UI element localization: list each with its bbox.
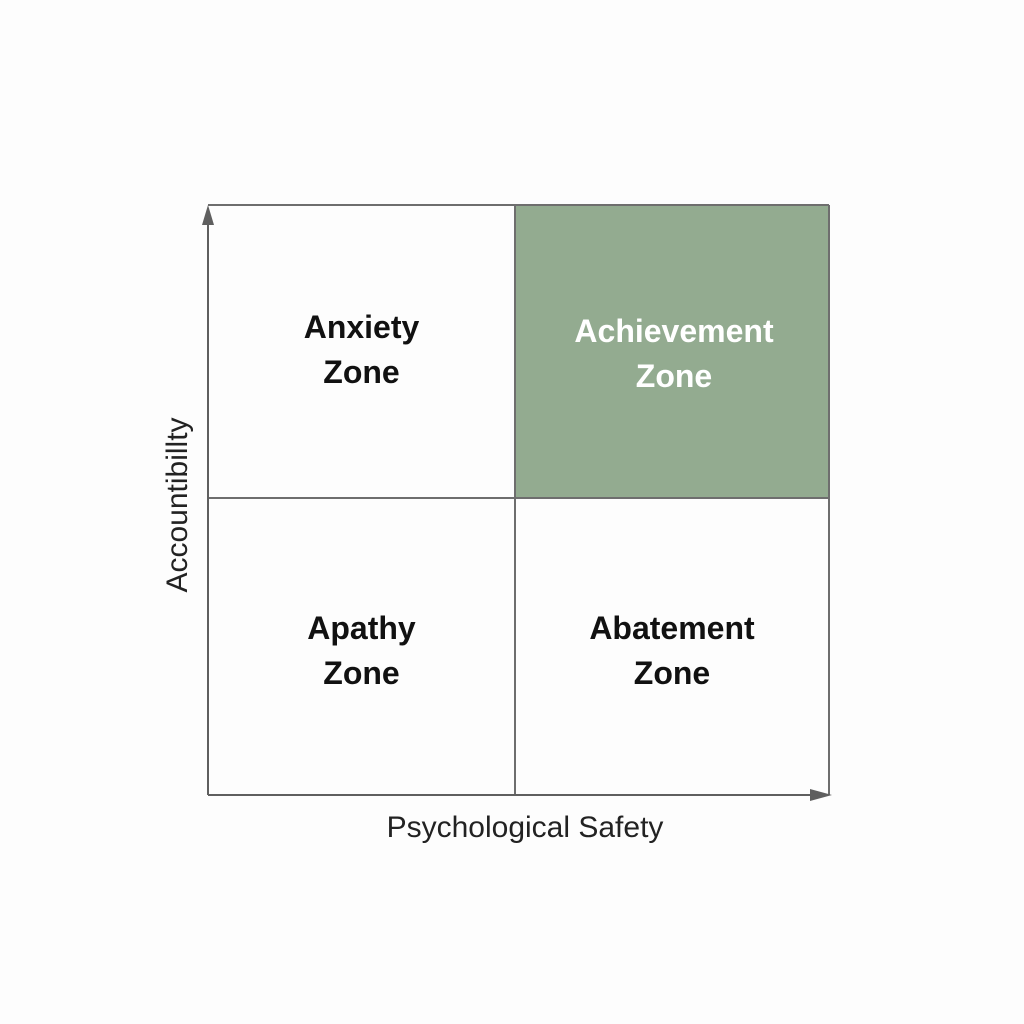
quadrant-achievement-zone: Achievement Zone [515, 205, 829, 498]
x-axis-arrow-icon [208, 789, 832, 801]
quadrant-label: Achievement Zone [574, 312, 774, 394]
quadrant-matrix: Anxiety Zone Achievement Zone Apathy Zon… [208, 205, 829, 795]
quadrant-label: Abatement Zone [589, 609, 755, 691]
y-axis-label: Accountibillty [161, 417, 194, 593]
quadrant-abatement-zone: Abatement Zone [515, 498, 829, 795]
quadrant-label: Apathy Zone [307, 609, 416, 691]
x-axis-label: Psychological Safety [386, 811, 664, 844]
quadrant-label: Anxiety Zone [303, 308, 420, 390]
quadrant-apathy-zone: Apathy Zone [208, 498, 515, 795]
quadrant-anxiety-zone: Anxiety Zone [208, 205, 515, 498]
y-axis-arrow-icon [202, 205, 214, 795]
